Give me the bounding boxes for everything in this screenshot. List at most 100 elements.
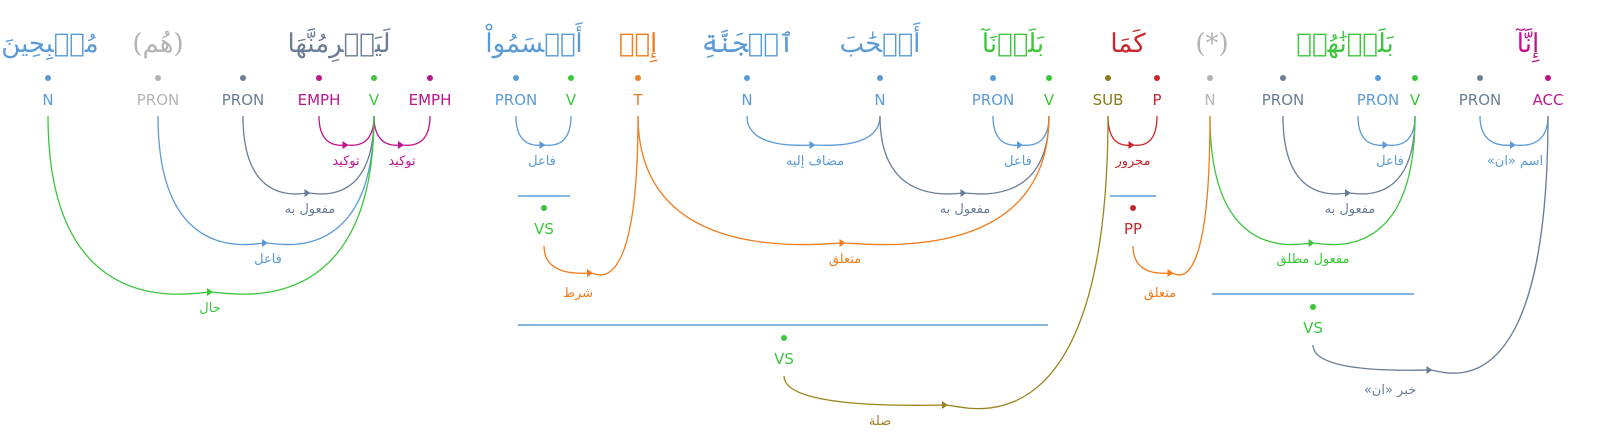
phrase-tag-4: VS [1303, 319, 1323, 337]
edge-label-16: فاعل [254, 252, 282, 267]
node-tag-1: ACC [1533, 91, 1564, 109]
node-dot-15 [513, 75, 519, 81]
edge-label-4: مفعول مطلق [1277, 252, 1350, 267]
phrase-tag-2: PP [1124, 220, 1142, 238]
edge-arrow-16 [262, 239, 268, 247]
node-tag-4: PRON [1357, 91, 1400, 109]
node-tag-18: EMPH [298, 91, 341, 109]
edge-label-19: صلة [869, 414, 891, 429]
node-tag-14: V [566, 91, 577, 109]
edge-arrow-8 [809, 141, 816, 149]
node-tag-16: EMPH [409, 91, 452, 109]
edge-label-3: مفعول به [1325, 202, 1376, 217]
edge-arrow-15 [304, 189, 311, 197]
phrase-dot-3 [781, 335, 787, 341]
word-10: لَيَصۡرِمُنَّهَا [288, 27, 392, 62]
node-dot-21 [45, 75, 51, 81]
node-tag-5: PRON [1262, 91, 1305, 109]
edge-10 [637, 115, 1050, 246]
edge-arrow-18 [1426, 366, 1433, 374]
edge-6 [1132, 115, 1211, 276]
node-dot-20 [155, 75, 161, 81]
edge-label-12: شرط [563, 286, 593, 301]
phrase-dot-1 [541, 205, 547, 211]
node-dot-19 [240, 75, 246, 81]
node-dot-17 [371, 75, 377, 81]
node-tag-21: N [42, 91, 53, 109]
node-dot-2 [1477, 75, 1483, 81]
edge-label-8: مضاف إليه [786, 154, 844, 169]
edge-label-15: مفعول به [285, 202, 336, 217]
node-dot-13 [635, 75, 641, 81]
edge-arrow-19 [942, 401, 948, 409]
word-11: (هُم) [132, 29, 183, 59]
word-2: بَلَوۡنَٰهُمۡ [1296, 27, 1395, 59]
edge-11 [515, 115, 572, 147]
edge-arrow-7 [1017, 141, 1023, 149]
edge-2 [1357, 115, 1416, 147]
edge-14 [318, 115, 375, 147]
edge-8 [746, 115, 881, 147]
node-dot-6 [1207, 75, 1213, 81]
node-dot-10 [990, 75, 996, 81]
word-4: كَمَا [1110, 29, 1146, 59]
word-7: ٱلۡجَنَّةِ [702, 29, 794, 59]
node-dot-4 [1375, 75, 1381, 81]
word-9: أَقۡسَمُواْ [485, 22, 583, 59]
node-tag-8: SUB [1093, 91, 1124, 109]
node-tag-15: PRON [495, 91, 538, 109]
edge-label-14: توكيد [332, 154, 360, 169]
edge-label-7: فاعل [1004, 154, 1032, 169]
edge-label-11: فاعل [528, 154, 556, 169]
edge-arrow-10 [839, 239, 846, 247]
node-tag-3: V [1410, 91, 1421, 109]
edge-label-13: توكيد [388, 154, 416, 169]
edge-arrow-4 [1308, 239, 1315, 247]
edge-arrow-12 [587, 269, 593, 277]
node-dot-14 [568, 75, 574, 81]
edge-arrow-14 [342, 141, 349, 149]
phrase-tag-1: VS [534, 220, 554, 238]
node-tag-12: N [741, 91, 752, 109]
node-tag-2: PRON [1459, 91, 1502, 109]
node-dot-12 [744, 75, 750, 81]
edge-label-18: خبر «ان» [1364, 383, 1416, 398]
edge-7 [992, 115, 1050, 147]
word-5: بَلَوۡنَآ [981, 27, 1045, 59]
edge-label-17: حال [199, 301, 220, 316]
edge-arrow-9 [960, 189, 967, 197]
node-tag-6: N [1204, 91, 1215, 109]
node-dot-16 [427, 75, 433, 81]
word-1: إِنَّآ [1516, 27, 1540, 63]
word-12: مُصۡبِحِينَ [1, 29, 98, 60]
word-8: إِذۡ [619, 29, 658, 63]
edge-16 [157, 115, 375, 246]
edge-arrow-6 [1167, 269, 1174, 277]
node-tag-20: PRON [137, 91, 180, 109]
edge-label-5: مجرور [1114, 154, 1150, 169]
node-dot-8 [1105, 75, 1111, 81]
node-dot-5 [1280, 75, 1286, 81]
edge-18 [1312, 115, 1549, 374]
node-dot-7 [1154, 75, 1160, 81]
node-tag-10: PRON [972, 91, 1015, 109]
edge-label-9: مفعول به [940, 202, 991, 217]
node-tag-11: N [874, 91, 885, 109]
edge-label-10: متعلق [829, 252, 861, 267]
edge-arrow-1 [1510, 141, 1516, 149]
node-dot-1 [1545, 75, 1551, 81]
edge-5 [1107, 115, 1158, 147]
phrase-dot-4 [1310, 304, 1316, 310]
edge-label-2: فاعل [1376, 154, 1404, 169]
word-3: (*) [1195, 29, 1228, 59]
edge-label-1: اسم «ان» [1487, 154, 1543, 169]
node-tag-19: PRON [222, 91, 265, 109]
edge-12 [543, 115, 639, 276]
edge-arrow-13 [398, 141, 404, 149]
edge-13 [373, 115, 431, 147]
node-tag-13: T [632, 91, 643, 109]
node-dot-3 [1412, 75, 1418, 81]
node-tag-17: V [369, 91, 380, 109]
phrase-tag-3: VS [774, 350, 794, 368]
